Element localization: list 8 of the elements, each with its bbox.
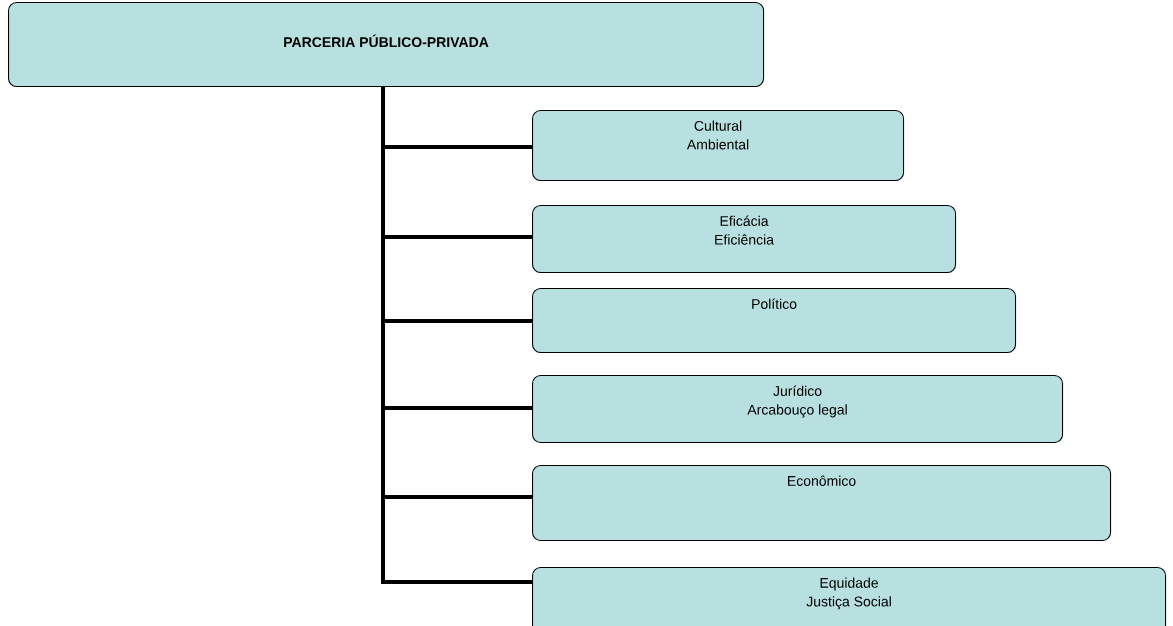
category-box: Político (532, 288, 1017, 354)
category-box: Cultural Ambiental (532, 110, 905, 182)
category-box: Jurídico Arcabouço legal (532, 375, 1064, 444)
category-box: Econômico (532, 465, 1112, 542)
title-box: PARCERIA PÚBLICO-PRIVADA (8, 2, 765, 88)
category-box: Eficácia Eficiência (532, 205, 957, 274)
category-box: Equidade Justiça Social (532, 567, 1167, 626)
connector-line (381, 87, 532, 584)
